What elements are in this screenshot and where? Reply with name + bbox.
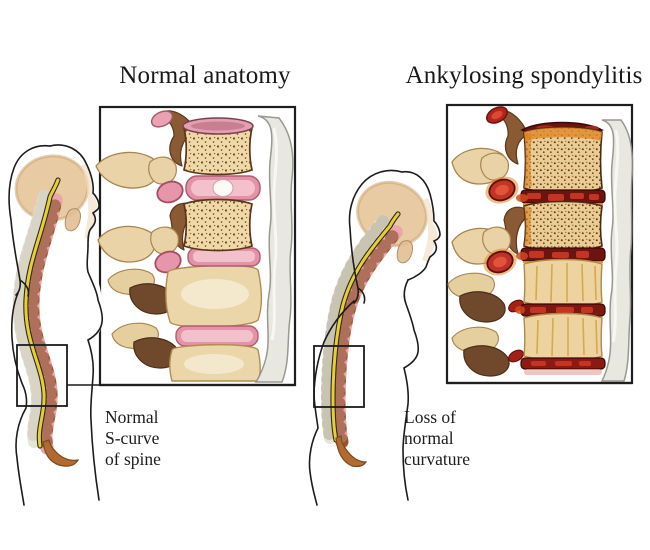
figure-outline — [8, 144, 104, 506]
loss-of-curvature-caption: Loss of normal curvature — [404, 407, 470, 470]
caption-line: curvature — [404, 449, 471, 469]
cut-vertebra-body-2 — [182, 198, 254, 252]
as-fused-column — [515, 121, 606, 375]
as-posterior-elements — [447, 106, 529, 377]
body-front-outline — [86, 245, 104, 501]
spinal-cord — [331, 212, 400, 442]
spinal-cord — [24, 178, 60, 448]
ankylosing-spondylitis-title: Ankylosing spondylitis — [405, 62, 643, 89]
hair-flick — [19, 279, 30, 297]
normal-posture-figure — [8, 143, 104, 506]
caption-line: S-curve — [105, 428, 160, 448]
as-vertebrae-inset — [445, 103, 634, 385]
caption-line: Loss of — [404, 407, 457, 427]
spine-loss-of-curvature — [320, 211, 403, 468]
ear-illustration — [64, 208, 81, 232]
figure-outline — [308, 169, 441, 506]
body-back-outline — [10, 292, 28, 506]
normal-lower-vertebrae — [165, 264, 263, 382]
lumbar-highlight-box — [16, 344, 68, 407]
normal-anatomy-title: Normal anatomy — [119, 62, 291, 89]
head-back-outline — [8, 144, 51, 296]
hair-flick — [357, 287, 366, 304]
ligament-highlight — [611, 129, 620, 343]
spinous-processes — [12, 190, 50, 448]
body-front-outline — [402, 279, 420, 501]
ear-illustration — [396, 240, 413, 264]
normal-s-curve-caption: Normal S-curve of spine — [105, 407, 161, 470]
face-profile-outline — [401, 170, 441, 281]
cut-vertebra-body-2 — [523, 200, 603, 252]
head-back-outline — [348, 169, 403, 304]
sacrum-coccyx — [335, 435, 368, 468]
caption-line: of spine — [105, 449, 161, 469]
spinous-processes — [320, 215, 389, 444]
sacrum-coccyx — [42, 439, 80, 467]
lumbar-highlight-box — [313, 345, 365, 408]
normal-cut-vertebrae — [182, 117, 261, 267]
caption-line: Normal — [105, 407, 159, 427]
face-shading — [422, 198, 438, 262]
face-shading — [81, 163, 98, 238]
spine-normal-s-curve — [12, 177, 80, 467]
ossified-vertebra-2 — [523, 312, 603, 362]
disc-nucleus — [212, 179, 234, 197]
face-profile-outline — [49, 144, 100, 247]
stooped-posture-figure — [308, 169, 441, 506]
caption-line: normal — [404, 428, 454, 448]
body-back-outline — [308, 300, 355, 506]
normal-vertebrae-inset — [95, 105, 297, 387]
ligament-highlight — [270, 127, 278, 341]
